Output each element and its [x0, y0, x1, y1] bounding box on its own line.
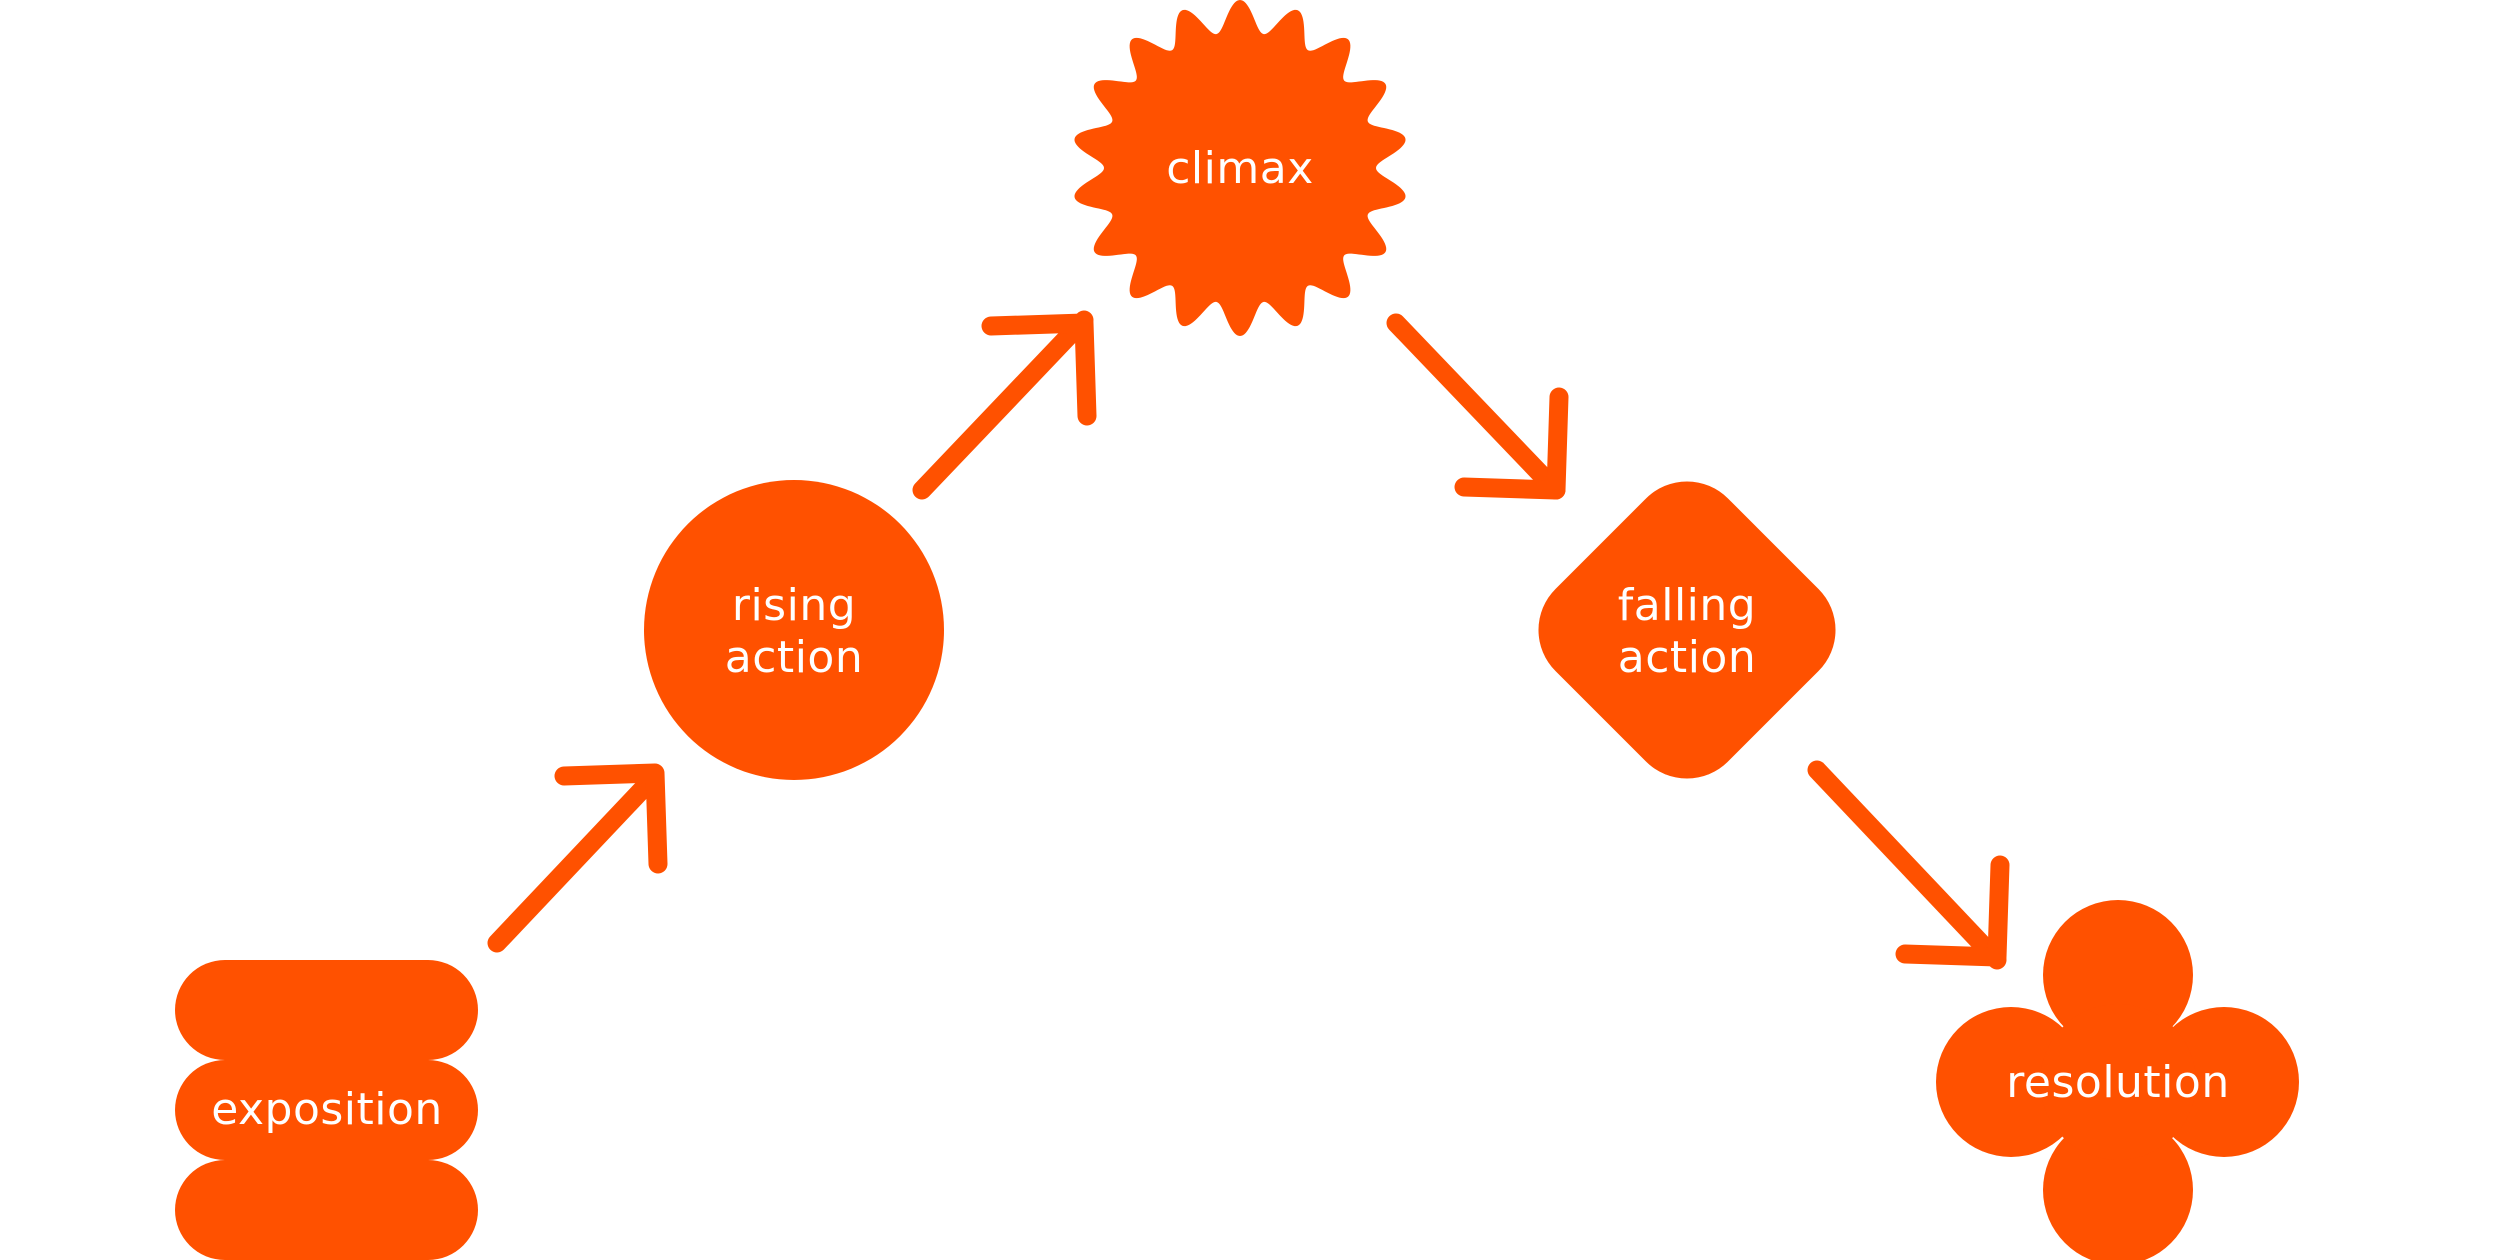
arrow-falling-action-to-resolution [1807, 760, 2010, 970]
resolution-lobe-top [2043, 900, 2193, 1050]
exposition-pill-bottom [175, 1160, 478, 1260]
exposition-node: exposition [175, 960, 478, 1260]
falling-action-node: falling action [1538, 481, 1836, 779]
exposition-pill-middle [175, 1060, 478, 1160]
falling-action-diamond [1538, 481, 1836, 779]
rising-action-circle [644, 480, 944, 780]
resolution-lobe-bottom [2043, 1115, 2193, 1260]
arrow-2-head [981, 313, 1097, 426]
rising-action-node: rising action [644, 480, 944, 780]
arrow-4-head [1895, 855, 2010, 967]
climax-label: climax [1166, 143, 1314, 194]
climax-burst-shape [1074, 0, 1406, 336]
resolution-node: resolution [1936, 900, 2299, 1260]
arrow-2-shaft [912, 310, 1094, 500]
arrow-rising-action-to-climax [912, 310, 1097, 500]
arrow-climax-to-falling-action [1386, 313, 1569, 500]
resolution-label: resolution [2006, 1057, 2229, 1108]
rising-action-label-line2: action [725, 632, 863, 683]
arrow-4-shaft [1807, 760, 2007, 970]
arrow-1-head [554, 763, 668, 874]
falling-action-label-line2: action [1618, 632, 1756, 683]
climax-node: climax [1074, 0, 1406, 336]
rising-action-label-line1: rising [732, 580, 856, 631]
arrow-1-shaft [487, 766, 665, 953]
resolution-lobe-right [2149, 1007, 2299, 1157]
arrow-exposition-to-rising-action [487, 763, 668, 953]
resolution-lobe-left [1936, 1007, 2086, 1157]
resolution-center [2040, 1004, 2196, 1160]
arrow-3-head [1454, 387, 1569, 500]
arrow-3-shaft [1386, 313, 1566, 500]
exposition-pill-top [175, 960, 478, 1060]
exposition-label: exposition [211, 1084, 443, 1135]
falling-action-label-line1: falling [1618, 580, 1756, 631]
